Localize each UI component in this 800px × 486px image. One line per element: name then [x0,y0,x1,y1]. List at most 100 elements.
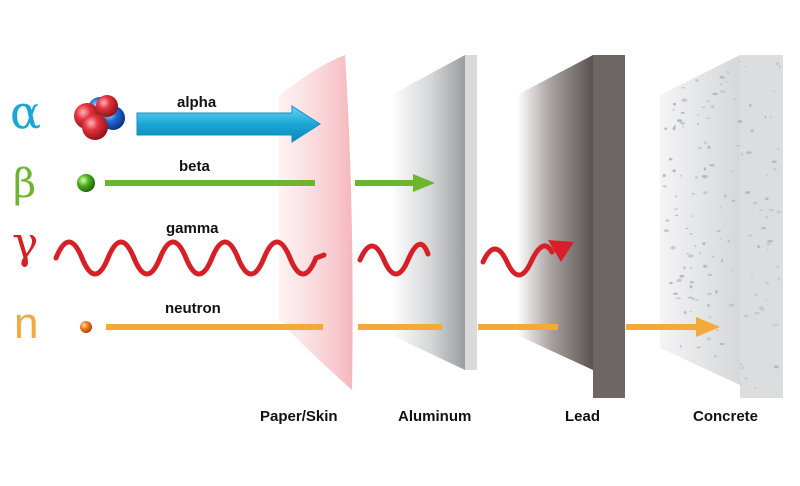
concrete-speckle [674,124,676,128]
aluminum-label: Aluminum [398,408,471,425]
concrete-speckle [765,174,769,177]
concrete-speckle [719,83,723,86]
concrete-speckle [773,167,777,171]
concrete-speckle [662,185,667,188]
concrete-speckle [719,206,722,209]
concrete-speckle [706,337,712,341]
concrete-speckle [757,245,760,249]
concrete-speckle [721,259,724,263]
concrete-speckle [675,297,682,300]
concrete-speckle [711,255,715,258]
concrete-texture [662,60,782,390]
concrete-speckle [776,62,779,66]
concrete-speckle [673,208,679,210]
concrete-speckle [710,105,715,109]
concrete-speckle [773,323,779,326]
concrete-speckle [682,126,685,128]
concrete-speckle [719,75,724,79]
concrete-speckle [771,90,776,93]
concrete-speckle [703,191,708,195]
concrete-speckle [759,209,764,212]
concrete-speckle [691,215,694,217]
paper-skin-label: Paper/Skin [260,408,338,425]
concrete-speckle [696,123,700,125]
concrete-label: Concrete [693,408,758,425]
concrete-speckle [716,230,721,232]
concrete-speckle [730,170,735,172]
concrete-speckle [690,266,693,270]
neutron-particle-icon [80,321,92,333]
concrete-speckle [743,314,749,318]
concrete-speckle [776,265,779,268]
concrete-speckle [744,65,748,68]
concrete-speckle [687,296,693,299]
concrete-speckle [689,285,693,289]
concrete-speckle [758,306,764,310]
concrete-speckle [703,264,708,268]
concrete-speckle [669,281,673,285]
concrete-speckle [664,127,668,130]
concrete-speckle [716,328,719,332]
concrete-speckle [766,248,769,250]
concrete-speckle [750,129,754,133]
concrete-speckle [663,229,670,233]
alpha-particle-icon [74,95,125,140]
concrete-speckle [712,92,718,96]
concrete-speckle [681,98,688,102]
neutron-arrow [106,317,720,337]
concrete-speckle [708,316,712,319]
concrete-speckle [748,234,753,237]
concrete-speckle [680,121,686,125]
concrete-speckle [772,325,776,327]
concrete-speckle [778,65,781,68]
concrete-speckle [728,303,735,307]
concrete-speckle [696,114,700,116]
concrete-speckle [720,90,726,93]
concrete-speckle [736,145,740,147]
concrete-speckle [706,292,712,295]
concrete-speckle [696,346,701,349]
concrete-speckle [765,215,768,219]
barrier-aluminum [391,55,477,370]
concrete-speckle [707,145,711,150]
concrete-speckle [683,311,687,314]
concrete-speckle [727,239,730,243]
concrete-speckle [746,151,752,155]
concrete-speckle [691,192,695,195]
concrete-speckle [701,174,708,179]
concrete-speckle [769,116,772,119]
concrete-speckle [744,191,751,194]
concrete-speckle [724,194,727,198]
concrete-speckle [764,197,769,201]
concrete-speckle [771,160,777,164]
concrete-speckle [674,195,678,198]
concrete-speckle [732,199,736,203]
concrete-speckle [687,254,694,258]
concrete-speckle [754,386,757,390]
concrete-speckle [719,237,723,240]
concrete-speckle [777,277,781,281]
concrete-speckle [750,275,754,278]
concrete-speckle [679,274,685,278]
concrete-speckle [726,71,730,74]
gamma-label: gamma [166,220,219,237]
concrete-speckle [686,252,689,255]
concrete-speckle [733,98,737,101]
concrete-speckle [760,227,767,230]
concrete-speckle [724,81,729,83]
concrete-speckle [697,146,702,150]
concrete-speckle [768,208,774,212]
concrete-speckle [665,219,670,222]
concrete-speckle [670,246,676,250]
concrete-speckle [754,311,760,315]
alpha-symbol: α [10,85,41,139]
concrete-speckle [695,175,698,179]
concrete-speckle [689,281,694,284]
concrete-speckle [709,164,715,167]
barrier-lead [517,55,625,398]
lead-label: Lead [565,408,600,425]
gamma-wave [53,239,555,278]
barrier-concrete [660,55,783,398]
concrete-speckle [701,106,706,109]
